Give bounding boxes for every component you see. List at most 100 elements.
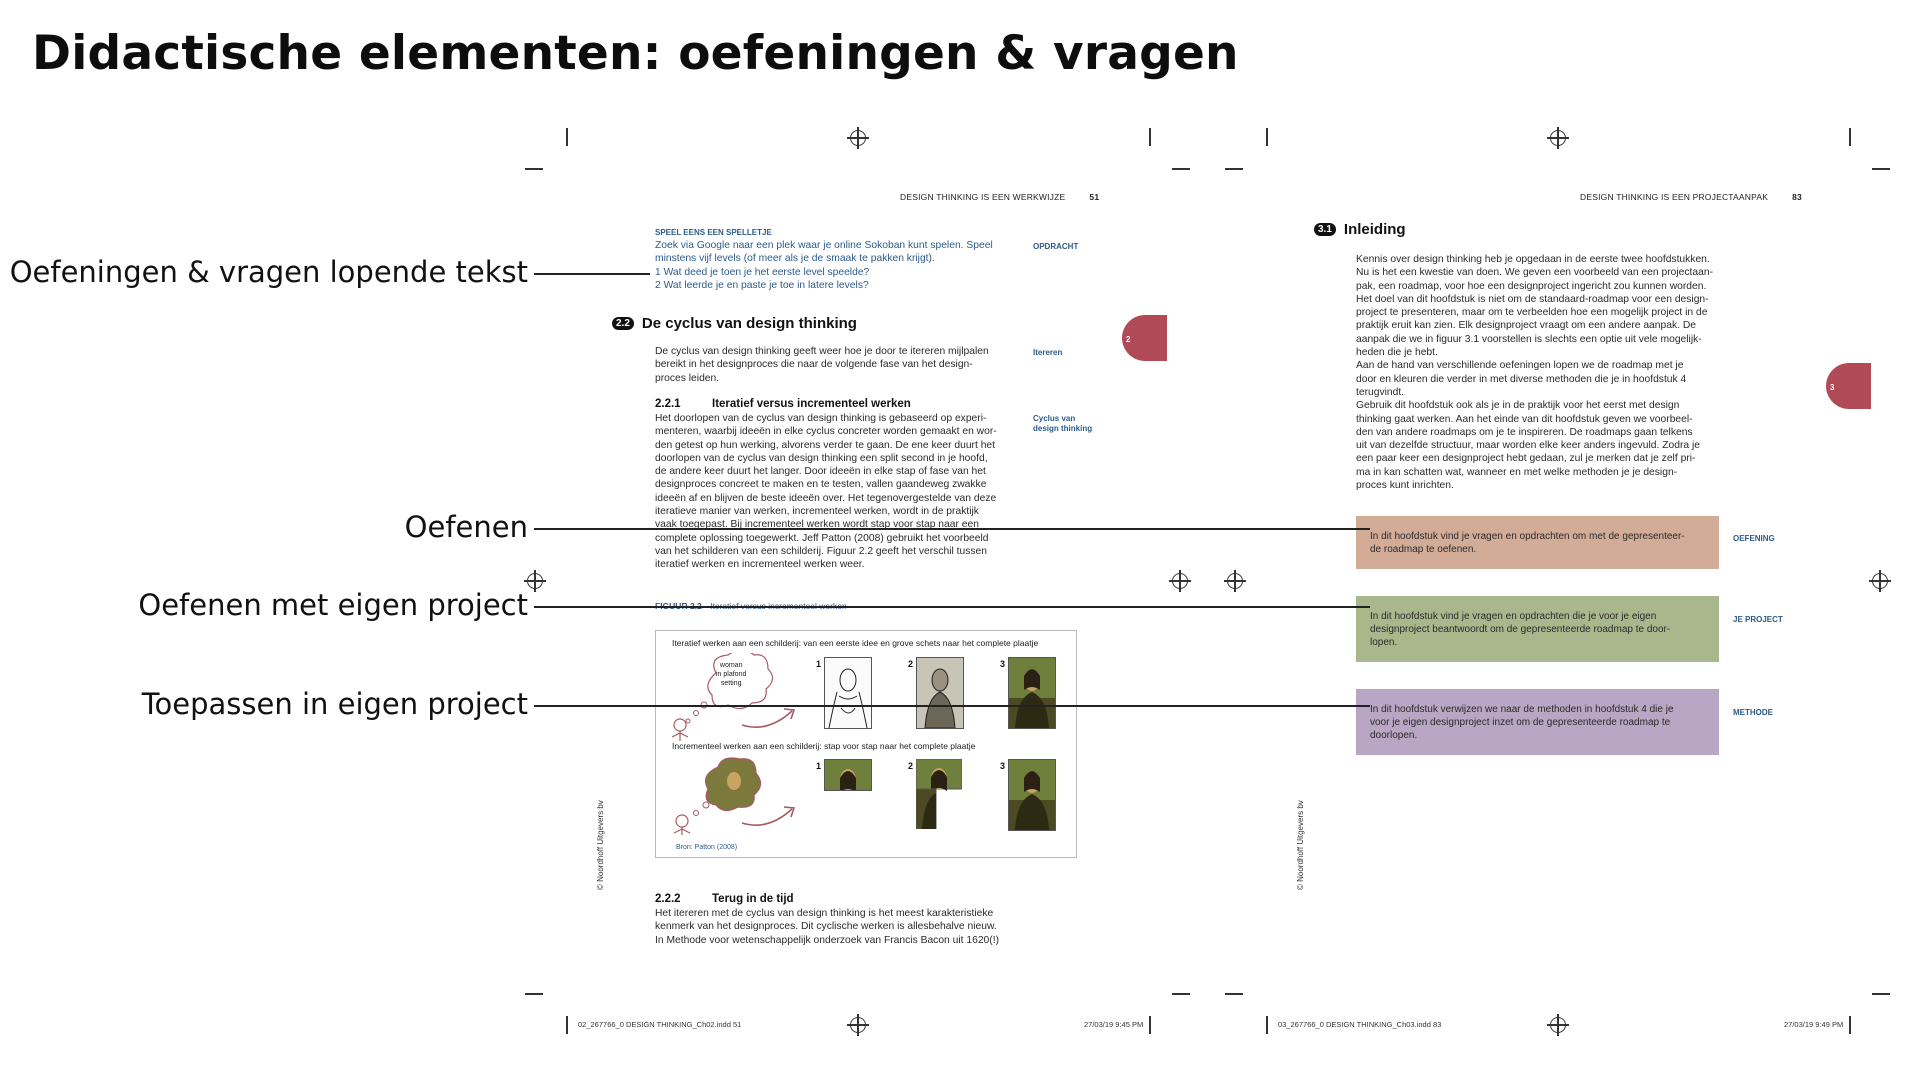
crop-mark <box>1849 128 1851 146</box>
exercise-text: Zoek via Google naar een plek waar je on… <box>655 239 1035 292</box>
callout-label-lopende-tekst: Oefeningen & vragen lopende tekst <box>9 255 528 289</box>
copyright-note: © Noordhoff Uitgevers bv <box>1296 800 1305 890</box>
painting-part-2-icon <box>916 759 962 829</box>
box-label-methode: METHODE <box>1733 708 1773 717</box>
body-line: pak, een roadmap, voor hoe een designpro… <box>1356 280 1707 292</box>
crop-mark <box>1225 993 1243 995</box>
registration-mark-icon <box>1547 127 1569 149</box>
body-line: proces leiden. <box>655 372 720 384</box>
body-line: van het schilderen van een schilderij. F… <box>655 545 987 557</box>
body-line: den van andere roadmaps om je te inspire… <box>1356 426 1693 438</box>
body-line: aanpak die we in figuur 3.1 voorstellen … <box>1356 333 1702 345</box>
sketch-person-2-icon <box>673 757 762 835</box>
box-line: doorlopen. <box>1370 730 1418 741</box>
body-line: ma in kan schatten wat, wanneer en met w… <box>1356 466 1678 478</box>
chapter-tab: 3 <box>1826 363 1871 409</box>
box-oefening: In dit hoofdstuk vind je vragen en opdra… <box>1356 516 1719 569</box>
crop-mark <box>566 1016 568 1034</box>
bubble-line: in plafond <box>716 671 747 678</box>
painting-part-1-icon <box>824 759 872 791</box>
body-line: ideeën af en blijven de beste ideeën ove… <box>655 492 997 504</box>
figure-step-number: 3 <box>1000 761 1006 771</box>
body-line: den getest op hun werking, alvorens verd… <box>655 439 996 451</box>
body-line: menteren, waarbij ideeën in elke cyclus … <box>655 426 997 438</box>
callout-line <box>534 273 650 275</box>
running-head-text: DESIGN THINKING IS EEN WERKWIJZE <box>900 192 1066 202</box>
margin-label-opdracht: OPDRACHT <box>1033 242 1079 251</box>
exercise-question: 1 Wat deed je toen je het eerste level s… <box>655 266 870 278</box>
body-line: doorlopen van de cyclus van design think… <box>655 452 988 464</box>
box-line: lopen. <box>1370 637 1398 648</box>
crop-mark <box>566 128 568 146</box>
body-line: praktijk eruit kan zien. Elk designproje… <box>1356 320 1696 332</box>
margin-label-cyclus: Cyclus van design thinking <box>1033 414 1092 434</box>
section-title: De cyclus van design thinking <box>641 315 857 332</box>
crop-mark <box>1872 168 1890 170</box>
callout-line <box>534 528 1370 530</box>
print-slug-date: 27/03/19 9:45 PM <box>1084 1020 1144 1029</box>
crop-mark <box>1849 1016 1851 1034</box>
crop-mark <box>1266 1016 1268 1034</box>
figure-step-number: 3 <box>1000 659 1006 669</box>
crop-mark <box>1872 993 1890 995</box>
section-badge: 3.1 <box>1314 223 1336 236</box>
body-line: De cyclus van design thinking geeft weer… <box>655 346 989 357</box>
box-label-oefening: OEFENING <box>1733 534 1775 543</box>
body-line: Nu is het een kwestie van doen. We geven… <box>1356 267 1714 279</box>
box-label-je-project: JE PROJECT <box>1733 615 1783 624</box>
copyright-note: © Noordhoff Uitgevers bv <box>596 800 605 890</box>
registration-mark-icon <box>847 1014 869 1036</box>
running-head-text: DESIGN THINKING IS EEN PROJECTAANPAK <box>1580 192 1769 202</box>
body-line: thinking gaat werken. Aan het einde van … <box>1356 413 1693 425</box>
margin-label-line: design thinking <box>1033 424 1093 433</box>
callout-line <box>534 606 1370 608</box>
painting-final-icon <box>1008 759 1056 831</box>
body-line: designproces concreet te maken en te tes… <box>655 479 987 491</box>
exercise-line: Zoek via Google naar een plek waar je on… <box>655 240 993 251</box>
callout-label-toepassen: Toepassen in eigen project <box>141 687 528 721</box>
body-line: Aan de hand van verschillende oefeningen… <box>1356 360 1684 372</box>
page-number: 51 <box>1089 192 1100 202</box>
crop-mark <box>1149 1016 1151 1034</box>
figure-row2-caption: Incrementeel werken aan een schilderij: … <box>672 741 976 751</box>
callout-label-eigen-project: Oefenen met eigen project <box>138 588 528 622</box>
section-intro: De cyclus van design thinking geeft weer… <box>655 345 1035 385</box>
body-line: een paar keer een designproject hebt ged… <box>1356 453 1696 465</box>
chapter-intro: Kennis over design thinking heb je opged… <box>1356 253 1746 492</box>
callout-label-oefenen: Oefenen <box>404 510 528 544</box>
registration-mark-icon <box>1869 570 1891 592</box>
subsection-body: Het itereren met de cyclus van design th… <box>655 907 1055 947</box>
crop-mark <box>1225 168 1243 170</box>
body-line: vaak toegepast. Bij incrementeel werken … <box>655 519 979 531</box>
chapter-tab: 2 <box>1122 315 1167 361</box>
crop-mark <box>1266 128 1268 146</box>
body-line: proces kunt inrichten. <box>1356 480 1454 492</box>
sketch-portrait-2-icon <box>916 657 964 729</box>
figure-step-number: 1 <box>816 659 822 669</box>
registration-mark-icon <box>847 127 869 149</box>
box-methode: In dit hoofdstuk verwijzen we naar de me… <box>1356 689 1719 755</box>
box-line: designproject beantwoordt om de gepresen… <box>1370 624 1671 635</box>
body-line: kenmerk van het designproces. Dit cyclis… <box>655 921 997 933</box>
running-head: DESIGN THINKING IS EEN WERKWIJZE 51 <box>900 192 1099 202</box>
page-number: 83 <box>1792 192 1802 202</box>
exercise-line: minstens vijf levels (of meer als je de … <box>655 253 935 265</box>
figure-2-2: Iteratief werken aan een schilderij: van… <box>655 630 1077 858</box>
box-line: voor je eigen designproject inzet om de … <box>1370 717 1671 728</box>
box-je-project: In dit hoofdstuk vind je vragen en opdra… <box>1356 596 1719 662</box>
subsection-number: 2.2.2 <box>655 893 681 905</box>
exercise-question: 2 Wat leerde je en paste je toe in later… <box>655 279 869 291</box>
registration-mark-icon <box>1547 1014 1569 1036</box>
bubble-line: woman <box>719 662 743 669</box>
slide-title: Didactische elementen: oefeningen & vrag… <box>32 26 1239 81</box>
crop-mark <box>1149 128 1151 146</box>
subsection-number: 2.2.1 <box>655 398 681 410</box>
running-head: DESIGN THINKING IS EEN PROJECTAANPAK 83 <box>1580 192 1802 202</box>
body-line: In Methode voor wetenschappelijk onderzo… <box>655 934 999 946</box>
body-line: terugvindt. <box>1356 386 1405 398</box>
body-line: Kennis over design thinking heb je opged… <box>1356 254 1710 265</box>
